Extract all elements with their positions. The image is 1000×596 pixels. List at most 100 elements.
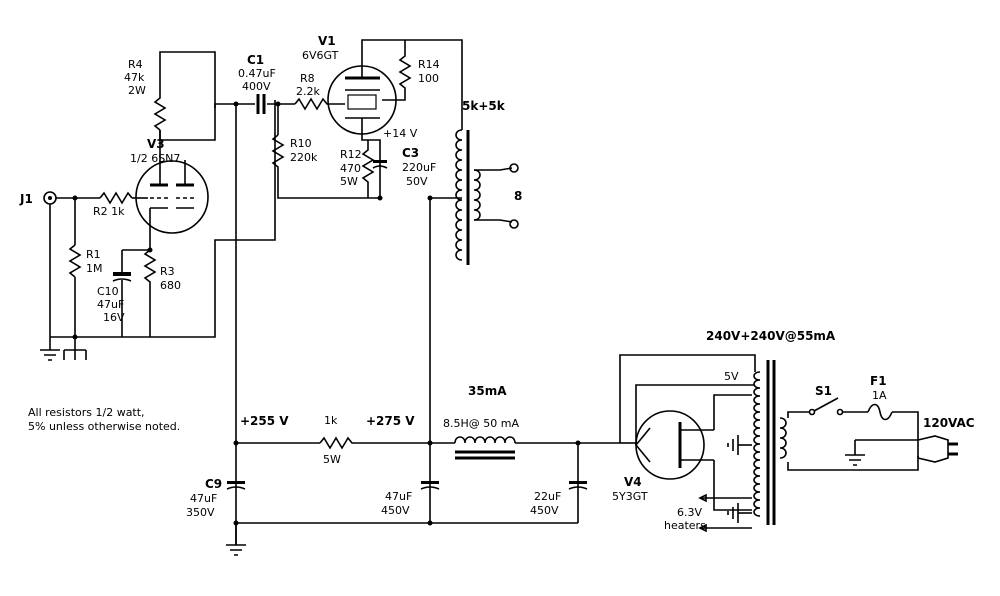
output-transformer — [455, 129, 519, 265]
wire-fuse-plug — [892, 411, 919, 440]
ground-symbol-ac — [845, 440, 865, 466]
label-r10-value: 220k — [290, 151, 318, 164]
label-r4-watt: 2W — [128, 84, 146, 97]
wire-plate-to-c1 — [159, 103, 255, 141]
label-j1: J1 — [19, 192, 33, 206]
wire-plate-to-opt — [405, 39, 463, 130]
label-s1: S1 — [815, 384, 832, 398]
label-r12-value: 470 — [340, 162, 361, 175]
label-r3-value: 680 — [160, 279, 181, 292]
resistor-1k — [319, 436, 430, 450]
label-c10-voltage: 16V — [103, 311, 125, 324]
label-r12-watt: 5W — [340, 175, 358, 188]
label-c9: C9 — [205, 477, 222, 491]
tube-v4 — [634, 410, 714, 480]
label-c22-value: 22uF — [534, 490, 561, 503]
label-35ma: 35mA — [468, 384, 507, 398]
label-c47-value: 47uF — [385, 490, 412, 503]
label-120vac: 120VAC — [923, 416, 975, 430]
wire-ground-bus — [50, 100, 276, 338]
chassis-ground-symbol — [63, 337, 87, 360]
ground-symbol-1 — [40, 337, 60, 361]
resistor-r14 — [382, 40, 412, 101]
label-choke: 8.5H@ 50 mA — [443, 417, 519, 430]
label-c10-value: 47uF — [97, 298, 124, 311]
resistor-r12 — [361, 140, 375, 198]
label-v4: V4 — [624, 475, 642, 489]
label-c3: C3 — [402, 146, 419, 160]
wire-5v-filament — [619, 354, 756, 443]
label-opt: 5k+5k — [462, 99, 506, 113]
tube-v1 — [327, 39, 405, 135]
label-r14: R14 — [418, 58, 440, 71]
label-r12: R12 — [340, 148, 362, 161]
choke-inductor — [454, 436, 516, 460]
resistor-r10 — [271, 134, 380, 199]
capacitor-c9 — [226, 481, 246, 490]
label-heaters: heaters — [664, 519, 706, 532]
label-v3: V3 — [147, 137, 165, 151]
wire-hv-2 — [713, 460, 752, 511]
label-c1-voltage: 400V — [242, 80, 271, 93]
label-speaker: 8 — [514, 189, 522, 203]
wire-v1-cathode — [361, 118, 381, 198]
label-r2: R2 1k — [93, 205, 125, 218]
label-c9-value: 47uF — [190, 492, 217, 505]
ground-symbol-heater — [727, 503, 752, 523]
label-r14-value: 100 — [418, 72, 439, 85]
label-r3: R3 — [160, 265, 175, 278]
label-r8-value: 2.2k — [296, 85, 320, 98]
tube-v3 — [135, 160, 209, 234]
label-f1: F1 — [870, 374, 887, 388]
label-r8: R8 — [300, 72, 315, 85]
label-c3-voltage: 50V — [406, 175, 428, 188]
power-transformer — [753, 360, 787, 525]
note-line-2: 5% unless otherwise noted. — [28, 420, 180, 433]
capacitor-c10 — [112, 250, 132, 337]
label-5v: 5V — [724, 370, 739, 383]
label-1k: 1k — [324, 414, 338, 427]
wire-primary-top — [787, 411, 810, 418]
label-b275: +275 V — [366, 414, 415, 428]
label-v4-type: 5Y3GT — [612, 490, 648, 503]
label-f1-value: 1A — [872, 389, 887, 402]
label-c9-voltage: 350V — [186, 506, 215, 519]
wire-primary-bottom — [787, 456, 919, 471]
capacitor-22uf — [568, 481, 588, 490]
wire-5v-filament-2 — [635, 384, 755, 445]
ac-plug — [917, 435, 958, 463]
resistor-r3 — [143, 249, 157, 337]
label-v1: V1 — [318, 34, 336, 48]
resistor-r8 — [294, 97, 345, 111]
wire-hv-1 — [713, 394, 752, 430]
note-line-1: All resistors 1/2 watt, — [28, 406, 145, 419]
label-r1: R1 — [86, 248, 101, 261]
label-c1-value: 0.47uF — [238, 67, 276, 80]
label-c22-voltage: 450V — [530, 504, 559, 517]
label-c10: C10 — [97, 285, 119, 298]
switch-s1 — [808, 397, 844, 416]
label-v3-type: 1/2 6SN7 — [130, 152, 180, 165]
fuse-f1 — [867, 403, 893, 421]
resistor-r2 — [99, 191, 133, 205]
label-b255: +255 V — [240, 414, 289, 428]
label-r4-value: 47k — [124, 71, 145, 84]
capacitor-c3 — [372, 160, 388, 169]
ground-symbol-main — [226, 523, 246, 556]
label-1k-watt: 5W — [323, 453, 341, 466]
capacitor-c1 — [256, 94, 266, 114]
label-r4: R4 — [128, 58, 143, 71]
resistor-r1 — [68, 244, 82, 278]
label-heater-voltage: 6.3V — [677, 506, 702, 519]
ground-symbol-ct — [727, 435, 752, 455]
label-c1: C1 — [247, 53, 264, 67]
input-jack-j1 — [43, 191, 57, 205]
label-r1-value: 1M — [86, 262, 103, 275]
label-c47-voltage: 450V — [381, 504, 410, 517]
label-c3-value: 220uF — [402, 161, 436, 174]
label-r10: R10 — [290, 137, 312, 150]
label-power-transformer: 240V+240V@55mA — [706, 329, 836, 343]
label-v1-type: 6V6GT — [302, 49, 339, 62]
